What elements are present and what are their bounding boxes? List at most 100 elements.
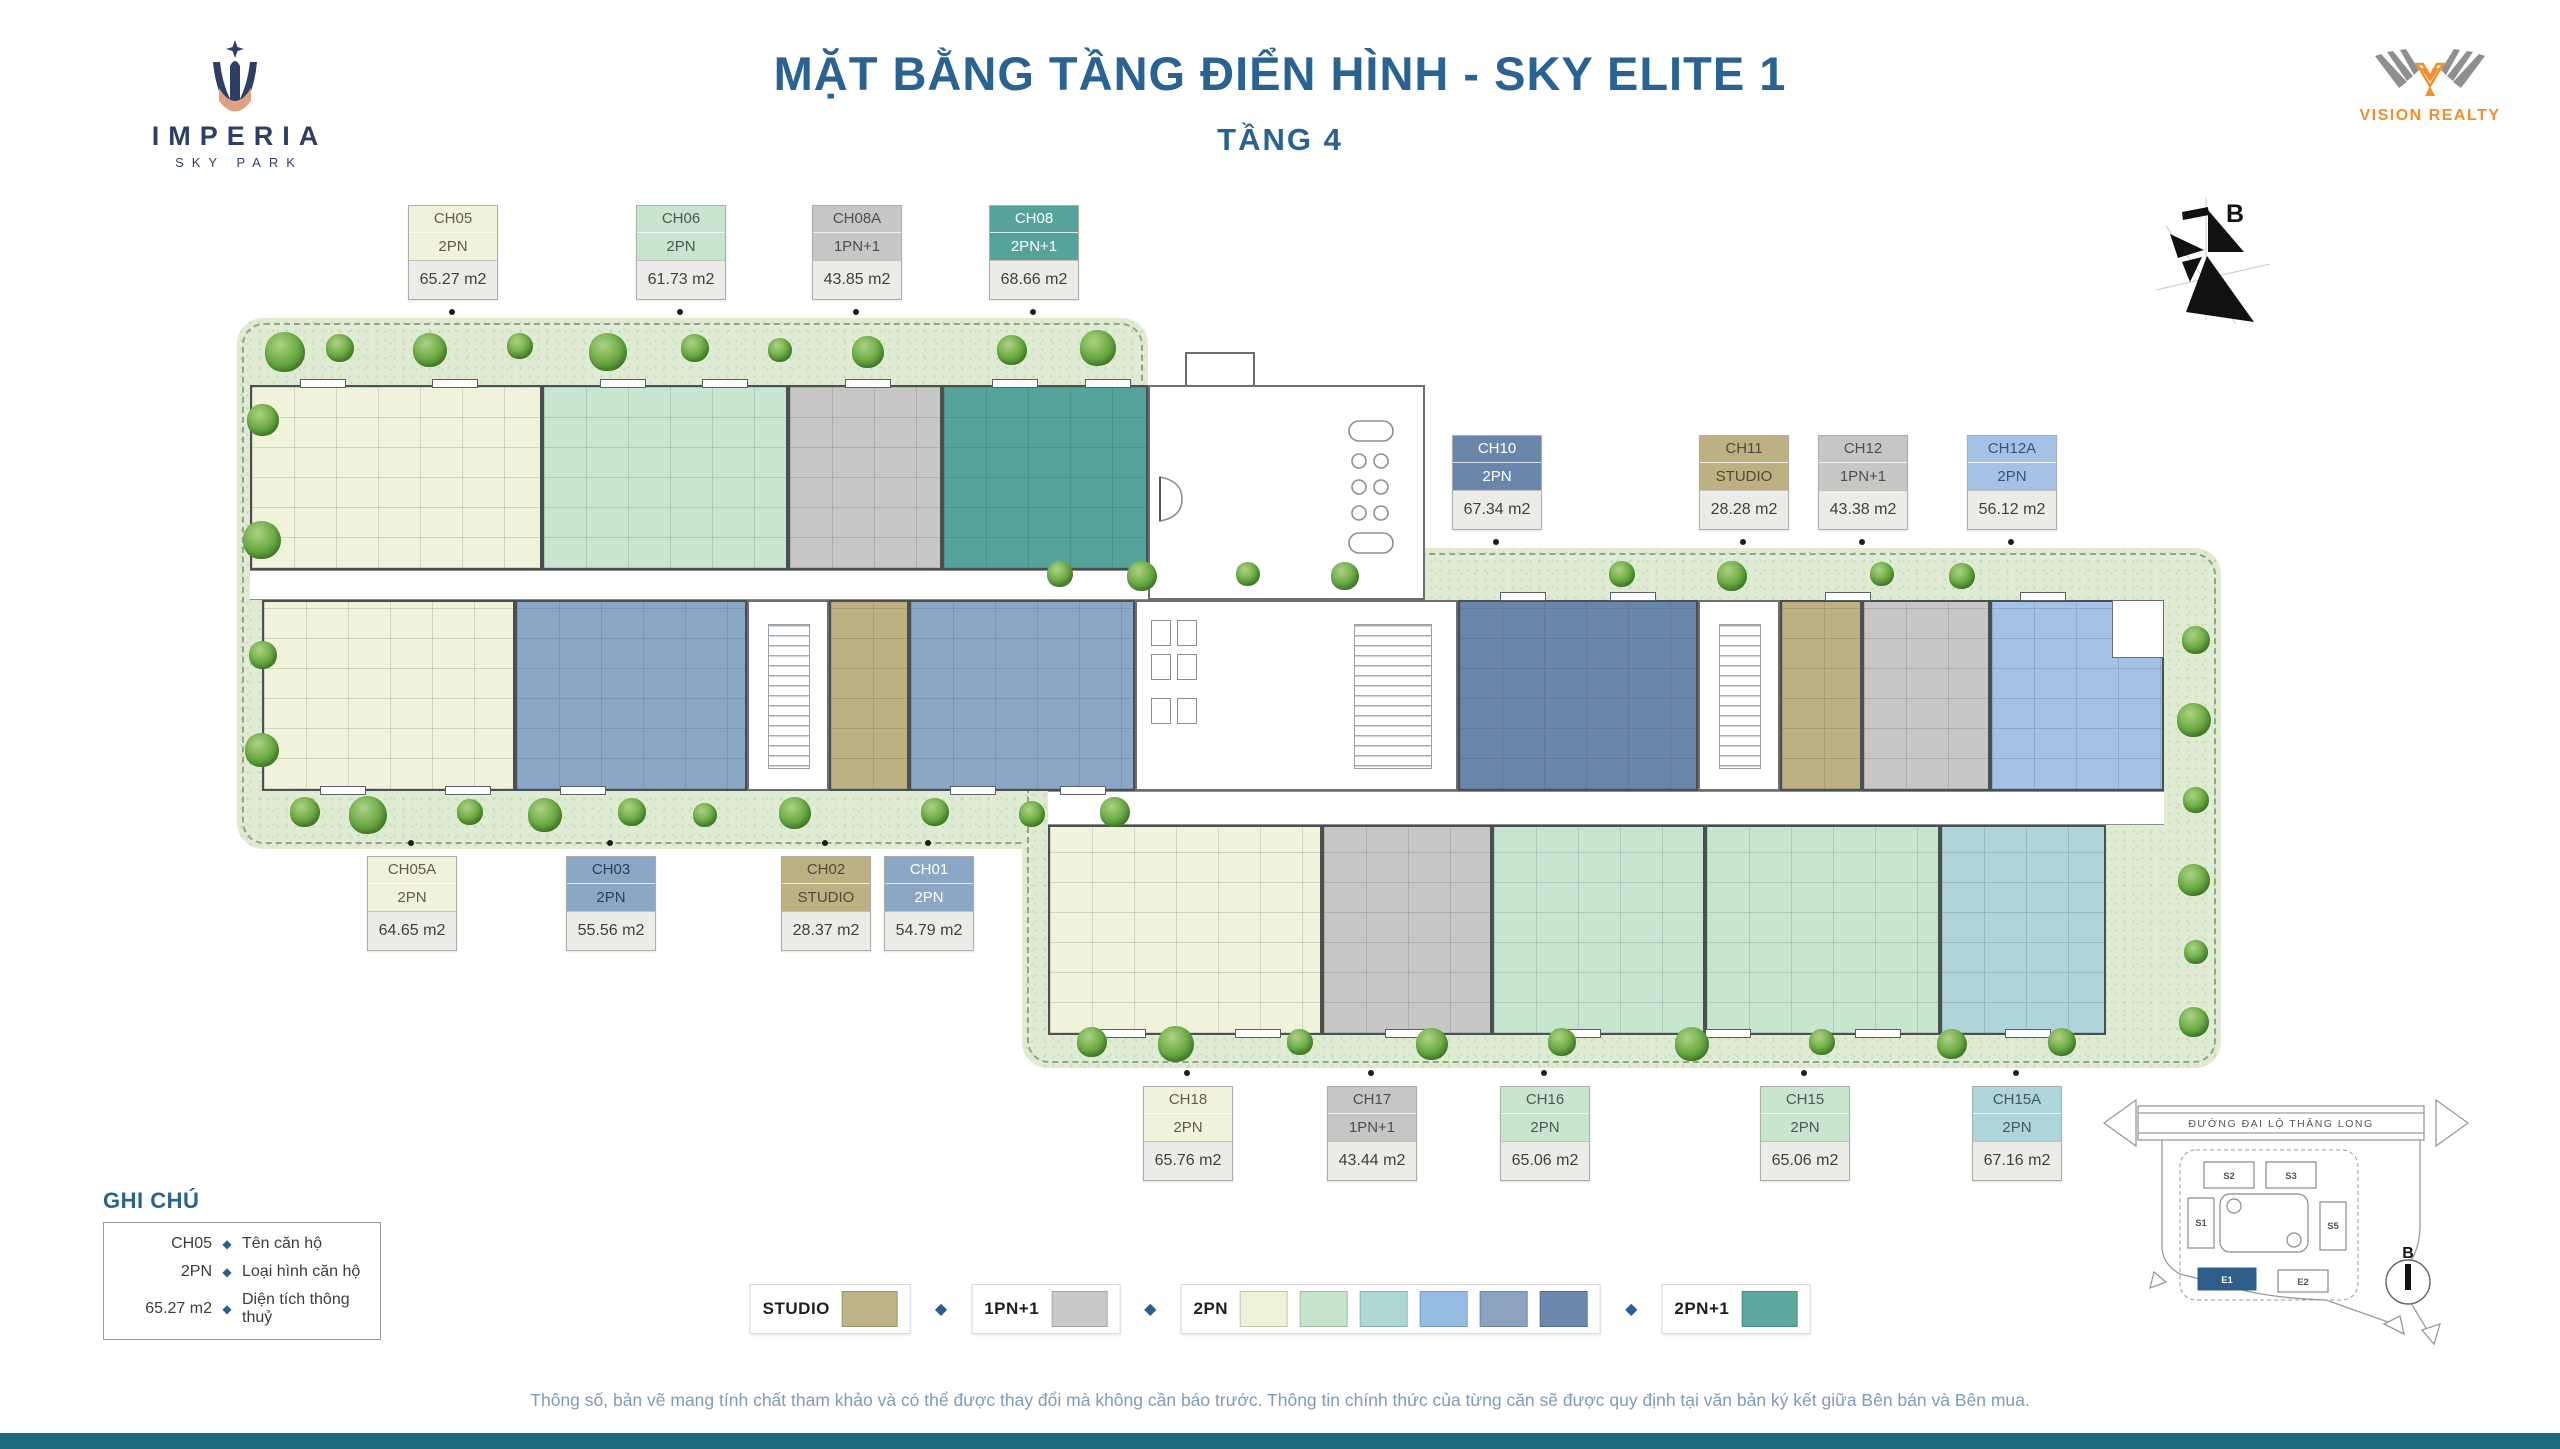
elevator-icon [1177, 620, 1197, 646]
diamond-icon: ◆ [222, 1237, 232, 1251]
balcony-tab [1705, 1029, 1751, 1038]
leader-dot [2013, 1070, 2019, 1076]
unit-card-area: 43.44 m2 [1328, 1141, 1416, 1180]
type-legend-item-2PN+1: 2PN+1 [1661, 1284, 1811, 1334]
imperia-logo: IMPERIA SKY PARK [130, 38, 340, 170]
tree-icon [528, 798, 562, 832]
color-swatch [1360, 1291, 1409, 1327]
unit-card-type: 2PN [1968, 462, 2056, 490]
plan-unit-CH10 [1458, 600, 1698, 791]
color-swatch [1300, 1291, 1349, 1327]
color-swatch [1420, 1291, 1469, 1327]
plan-unit-CH12 [1862, 600, 1990, 791]
elevator-icon [1177, 654, 1197, 680]
unit-card-area: 43.85 m2 [813, 260, 901, 299]
unit-card-area: 54.79 m2 [885, 911, 973, 950]
color-swatch [1741, 1291, 1798, 1327]
tree-icon [2182, 626, 2210, 654]
core-stair [1698, 600, 1780, 791]
plan-unit-CH05A [262, 600, 515, 791]
plan-unit-CH03 [515, 600, 747, 791]
leader-dot [853, 309, 859, 315]
vision-realty-logo: VISION REALTY [2340, 48, 2520, 125]
balcony-tab [1235, 1029, 1281, 1038]
lobby-block [1148, 385, 1425, 600]
tree-icon [681, 334, 709, 362]
svg-text:B: B [2226, 200, 2244, 228]
plan-unit-CH18 [1048, 825, 1322, 1035]
color-swatch [1480, 1291, 1529, 1327]
type-legend-item-STUDIO: STUDIO [749, 1284, 911, 1334]
unit-card-name: CH05A [368, 857, 456, 883]
plan-unit-CH15A [1940, 825, 2106, 1035]
plan-unit-CH05 [250, 385, 542, 570]
color-swatch [1051, 1291, 1108, 1327]
tree-icon [1100, 797, 1130, 827]
unit-card-area: 64.65 m2 [368, 911, 456, 950]
unit-card-type: 2PN+1 [990, 232, 1078, 260]
plan-unit-CH16 [1492, 825, 1705, 1035]
diamond-icon: ◆ [1144, 1301, 1157, 1318]
plan-unit-CH17 [1322, 825, 1492, 1035]
core-stair [747, 600, 829, 791]
unit-card-area: 65.06 m2 [1761, 1141, 1849, 1180]
type-legend-label: 2PN+1 [1674, 1299, 1730, 1318]
unit-card-area: 65.06 m2 [1501, 1141, 1589, 1180]
unit-card-type: 1PN+1 [813, 232, 901, 260]
leader-dot [408, 840, 414, 846]
lobby-stub [1185, 352, 1255, 387]
plan-unit-CH06 [542, 385, 788, 570]
color-swatch [1240, 1291, 1289, 1327]
partner-name: VISION REALTY [2359, 107, 2501, 124]
plan-unit-CH15 [1705, 825, 1940, 1035]
tree-icon [1047, 561, 1073, 587]
unit-card-type: 2PN [1973, 1113, 2061, 1141]
balcony-tab [1085, 379, 1131, 388]
elevator-icon [1151, 654, 1171, 680]
type-legend-item-2PN: 2PN [1180, 1284, 1602, 1334]
vision-wings-icon [2375, 49, 2485, 96]
balcony-tab [320, 786, 366, 795]
tree-icon [1077, 1027, 1107, 1057]
unit-card-area: 55.56 m2 [567, 911, 655, 950]
leader-dot [449, 309, 455, 315]
notes-legend-row: CH05◆Tên căn hộ [104, 1235, 380, 1253]
unit-card-type: 2PN [368, 883, 456, 911]
unit-card-name: CH11 [1700, 436, 1788, 462]
unit-card-type: STUDIO [1700, 462, 1788, 490]
type-legend-label: STUDIO [762, 1299, 830, 1318]
tree-icon [349, 796, 387, 834]
leader-dot [1801, 1070, 1807, 1076]
diamond-icon: ◆ [934, 1301, 948, 1318]
leader-dot [1541, 1070, 1547, 1076]
unit-card-area: 28.28 m2 [1700, 490, 1788, 529]
svg-text:B: B [2402, 1245, 2414, 1262]
notes-sample: CH05 [171, 1235, 212, 1252]
site-mini-map: ĐƯỜNG ĐẠI LỘ THĂNG LONG S1 S2 S3 S5 E1 E… [2102, 1098, 2470, 1346]
tree-icon [2048, 1028, 2076, 1056]
tree-icon [997, 335, 1027, 365]
notes-sample: 65.27 m2 [145, 1300, 212, 1317]
unit-card-name: CH08A [813, 206, 901, 232]
tree-icon [1127, 561, 1157, 591]
core-svc [1135, 600, 1458, 791]
balcony-tab [445, 786, 491, 795]
type-legend-label: 1PN+1 [984, 1299, 1040, 1318]
tree-icon [2179, 1007, 2209, 1037]
tree-icon [2177, 703, 2211, 737]
unit-card-type: 2PN [637, 232, 725, 260]
elevator-icon [1151, 698, 1171, 724]
color-swatch [841, 1291, 898, 1327]
notes-label: Loại hình căn hộ [242, 1263, 361, 1280]
unit-card-area: 67.16 m2 [1973, 1141, 2061, 1180]
unit-card-type: 2PN [409, 232, 497, 260]
unit-card-name: CH15 [1761, 1087, 1849, 1113]
